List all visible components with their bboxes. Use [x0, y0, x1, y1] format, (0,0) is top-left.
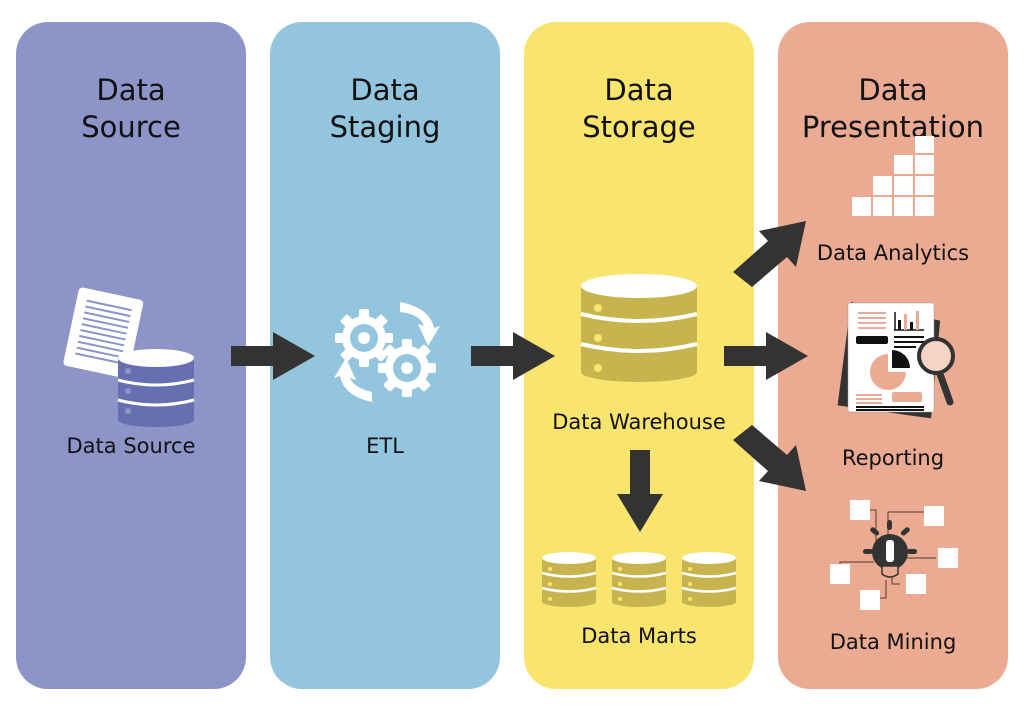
node-label-data-marts: Data Marts	[581, 624, 697, 648]
bar-block	[894, 176, 913, 195]
gear-icon	[335, 309, 393, 367]
panel-title-data-presentation: Data Presentation	[778, 72, 1008, 146]
arrow-right-icon	[231, 332, 315, 380]
data-node	[906, 574, 926, 594]
title-line-1: Data	[96, 73, 166, 107]
document-database-icon	[63, 287, 195, 427]
data-node	[924, 506, 944, 526]
title-line-2: Staging	[329, 110, 441, 144]
bar-block	[915, 197, 934, 216]
reporting-report-icon	[837, 301, 955, 419]
bar-block	[852, 197, 871, 216]
arrow-down-icon	[617, 450, 663, 532]
bar-block	[873, 197, 892, 216]
rotate-arrow-icon	[400, 302, 440, 346]
node-label-data-analytics: Data Analytics	[816, 241, 970, 265]
rotate-arrow-icon	[334, 358, 372, 402]
bar-block	[915, 155, 934, 174]
node-label-data-source: Data Source	[66, 434, 196, 458]
title-line-2: Source	[81, 110, 181, 144]
arrow-up-right-icon	[733, 221, 806, 287]
title-line-1: Data	[350, 73, 420, 107]
gear-icon	[378, 339, 436, 397]
bar-block	[915, 176, 934, 195]
node-label-reporting: Reporting	[841, 446, 945, 470]
node-label-data-warehouse: Data Warehouse	[552, 410, 726, 434]
magnifier-icon	[917, 337, 955, 406]
database-icon	[117, 349, 195, 427]
node-label-data-mining: Data Mining	[829, 630, 957, 654]
panel-title-data-source: Data Source	[16, 72, 246, 146]
bar-block	[894, 197, 913, 216]
data-warehouse-database-icon	[580, 274, 698, 382]
title-line-2: Presentation	[801, 110, 985, 144]
data-node	[860, 590, 880, 610]
title-line-1: Data	[858, 73, 928, 107]
data-node	[938, 548, 958, 568]
database-icon	[611, 552, 667, 607]
data-node	[830, 564, 850, 584]
etl-gears-icon	[334, 302, 440, 402]
panel-title-data-storage: Data Storage	[524, 72, 754, 146]
data-analytics-chart-icon	[852, 136, 934, 216]
bar-block	[915, 136, 934, 153]
arrow-down-right-icon	[733, 425, 806, 491]
database-icon	[541, 552, 597, 607]
title-line-1: Data	[604, 73, 674, 107]
data-marts-databases-icon	[541, 552, 737, 607]
data-mining-lightbulb-icon	[830, 500, 958, 610]
data-node	[850, 500, 870, 520]
arrow-right-icon	[471, 332, 555, 380]
bar-block	[873, 176, 892, 195]
database-icon	[681, 552, 737, 607]
title-line-2: Storage	[582, 110, 696, 144]
bar-block	[894, 155, 913, 174]
panel-title-data-staging: Data Staging	[270, 72, 500, 146]
node-label-etl: ETL	[366, 434, 404, 458]
mini-bar-chart	[894, 311, 924, 331]
arrow-right-icon	[724, 332, 808, 380]
